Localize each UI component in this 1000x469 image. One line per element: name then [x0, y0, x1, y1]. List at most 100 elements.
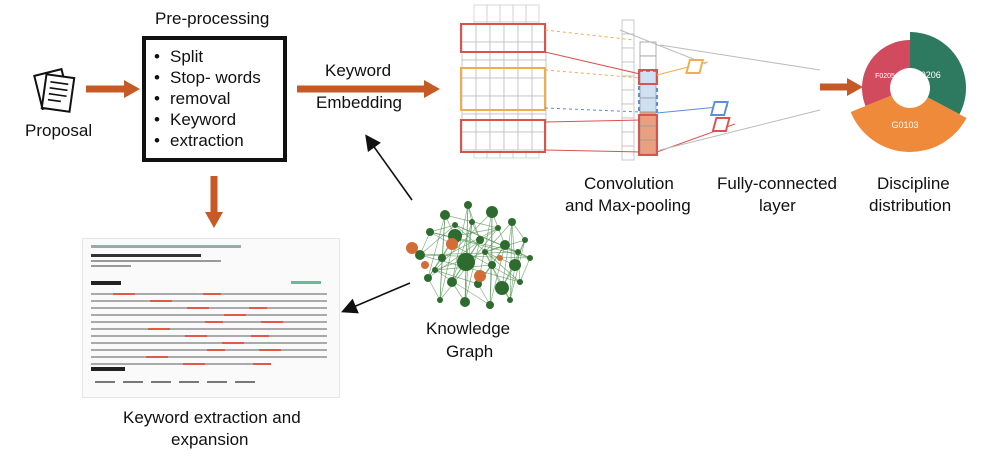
graph-node — [452, 222, 458, 228]
doc-highlight — [185, 335, 207, 337]
graph-edge — [427, 277, 441, 301]
embedding-cell — [517, 131, 533, 151]
graph-node — [432, 267, 438, 273]
feature-cell — [621, 131, 635, 147]
graph-label: Graph — [446, 342, 494, 361]
doc-keyword-tag — [95, 381, 115, 383]
doc-text-line — [91, 363, 267, 365]
doc-keyword-tag — [123, 381, 143, 383]
grid-cell — [486, 4, 501, 23]
grid-cell — [473, 4, 488, 23]
pooled-cell — [639, 83, 657, 99]
graph-node — [488, 261, 496, 269]
embedding-cell — [461, 23, 477, 43]
embedding-cell — [489, 113, 505, 133]
step-keyword: Keyword — [154, 109, 283, 130]
filter-box-red-top — [460, 23, 546, 53]
graph-node — [426, 228, 434, 236]
convolution-label-2: and Max-pooling — [565, 196, 691, 215]
fc-node-red — [711, 117, 731, 132]
embedding-cell — [517, 77, 533, 97]
doc-highlight — [253, 363, 271, 365]
graph-node — [508, 218, 516, 226]
graph-node — [424, 274, 432, 282]
graph-edge — [477, 283, 491, 306]
graph-hub-node — [421, 261, 429, 269]
donut-slice-f0206 — [910, 32, 967, 115]
grid-cell — [499, 4, 514, 23]
graph-node — [522, 237, 528, 243]
graph-node — [464, 201, 472, 209]
connection-line — [659, 109, 821, 151]
pooled-cell — [639, 97, 657, 113]
pooled-cell — [639, 139, 657, 155]
doc-highlight — [203, 293, 221, 295]
knowledge-graph-illustration — [406, 201, 533, 309]
graph-edge — [429, 231, 531, 259]
doc-highlight — [261, 321, 283, 323]
embedding-cell — [531, 77, 547, 97]
pooled-cell — [639, 55, 657, 71]
graph-edge — [434, 269, 479, 285]
graph-node — [447, 277, 457, 287]
fc-label-2: layer — [759, 196, 796, 215]
graph-node — [486, 301, 494, 309]
doc-title-line — [91, 254, 201, 257]
graph-edge — [429, 224, 456, 233]
connection-line — [544, 29, 635, 41]
embedding-cell — [531, 95, 547, 115]
discipline-label-1: Discipline — [877, 174, 950, 193]
fc-node-blue — [709, 101, 729, 116]
graph-edge — [451, 221, 473, 283]
preprocessing-to-embedding-arrow — [297, 80, 440, 98]
graph-node — [486, 206, 498, 218]
feature-cell — [621, 33, 635, 49]
embedding-cell — [503, 131, 519, 151]
graph-edge — [427, 214, 446, 279]
discipline-label-2: distribution — [869, 196, 952, 215]
proposal-to-preprocessing-arrow — [86, 80, 140, 98]
embedding-cell — [489, 131, 505, 151]
embedding-cell — [503, 95, 519, 115]
proposal-label: Proposal — [25, 121, 93, 140]
graph-edge — [427, 227, 499, 279]
graph-hub-node — [406, 242, 418, 254]
doc-highlight — [222, 342, 244, 344]
embedding-cell — [489, 95, 505, 115]
graph-edge — [484, 221, 513, 253]
graph-node — [482, 249, 488, 255]
connection-line — [544, 69, 641, 79]
embedding-cell — [503, 23, 519, 43]
graph-edge — [501, 221, 513, 289]
graph-node — [476, 236, 484, 244]
graph-node — [527, 255, 533, 261]
keyword-label: Keyword — [325, 61, 392, 80]
graph-node — [507, 297, 513, 303]
graph-edge — [489, 244, 506, 306]
doc-keyword-tag — [207, 381, 227, 383]
doc-highlight — [207, 349, 225, 351]
doc-text-line — [91, 300, 327, 302]
connection-line — [544, 51, 641, 75]
graph-node — [437, 297, 443, 303]
pooled-cell — [639, 41, 657, 57]
doc-keyword-tag — [151, 381, 171, 383]
graph-hub-node — [446, 238, 458, 250]
filter-box-orange — [460, 67, 546, 111]
graph-edge — [464, 239, 481, 303]
graph-edge — [489, 264, 493, 306]
graph-node — [500, 240, 510, 250]
doc-highlight — [187, 307, 209, 309]
doc-keyword-tag — [179, 381, 199, 383]
embedding-cell — [531, 23, 547, 43]
fc-to-distribution-arrow — [820, 78, 863, 96]
embedding-cell — [461, 131, 477, 151]
feature-cell — [621, 47, 635, 63]
donut-label: G0103 — [891, 120, 918, 130]
graph-node — [495, 225, 501, 231]
doc-nav-bar — [91, 245, 241, 248]
doc-text-line — [91, 356, 327, 358]
pool-box-red-top — [638, 69, 658, 85]
doc-highlight — [150, 300, 172, 302]
